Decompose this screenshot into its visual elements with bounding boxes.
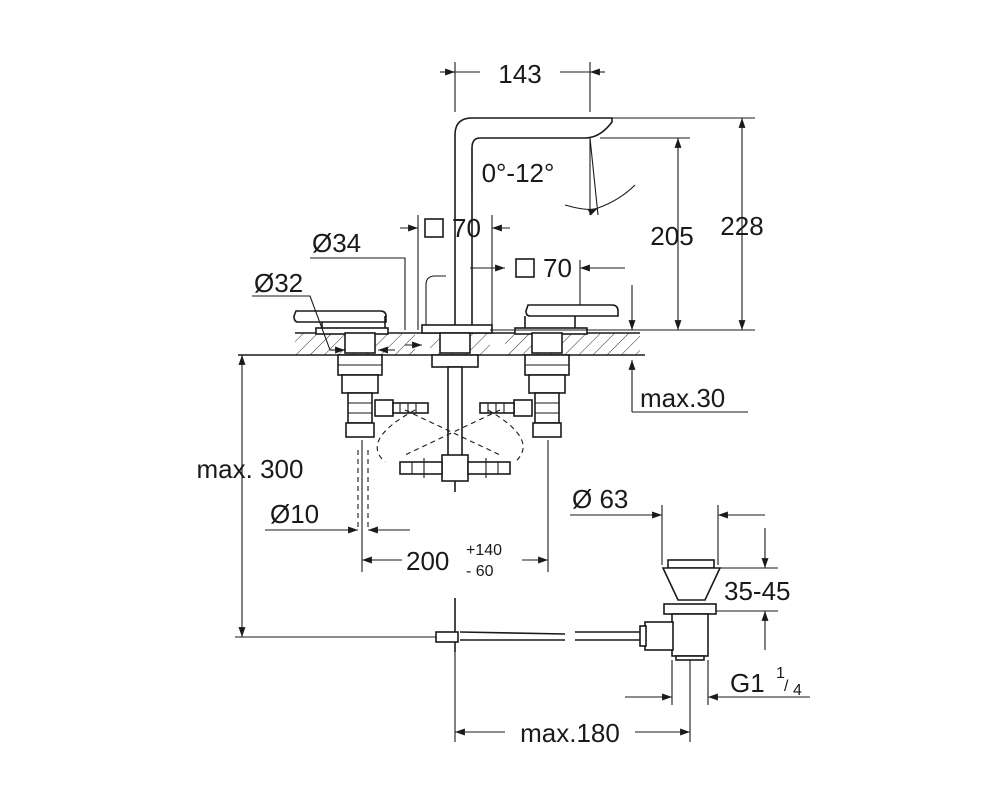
dim-thread: G1 1 / 4 bbox=[625, 660, 810, 705]
dim-143: 143 bbox=[440, 59, 605, 112]
right-hose-connection bbox=[479, 399, 533, 417]
dim-max-180: max.180 bbox=[454, 652, 691, 748]
dim-diameter-63: Ø 63 bbox=[570, 484, 765, 565]
hose-paths bbox=[376, 409, 524, 463]
dim-spacing-tol-minus: - 60 bbox=[466, 563, 494, 580]
pop-up-rod bbox=[435, 598, 640, 652]
tee-connector bbox=[399, 458, 511, 478]
dim-diameter-34-label: Ø34 bbox=[312, 228, 361, 258]
dim-diameter-10: Ø10 bbox=[265, 499, 410, 534]
dim-square-70-top: 70 bbox=[400, 213, 510, 330]
dim-diameter-63-label: Ø 63 bbox=[572, 484, 628, 514]
dim-angle: 0°-12° bbox=[482, 137, 636, 216]
dim-205: 205 bbox=[600, 137, 694, 330]
dim-diameter-32-label: Ø32 bbox=[254, 268, 303, 298]
dim-diameter-34: Ø34 bbox=[310, 228, 422, 349]
spout bbox=[421, 117, 613, 334]
pop-up-waste bbox=[639, 559, 722, 661]
dim-square-70-right: 70 bbox=[470, 253, 625, 305]
dim-square-70-right-label: 70 bbox=[543, 253, 572, 283]
dim-thread-num: 1 bbox=[776, 665, 785, 682]
dim-thread-slash: / bbox=[784, 678, 789, 695]
dim-thread-main: G1 bbox=[730, 668, 765, 698]
left-hose-connection bbox=[374, 399, 429, 417]
dim-spacing-tol-plus: +140 bbox=[466, 542, 502, 559]
dim-max-300: max. 300 bbox=[197, 355, 436, 638]
dim-max-180-label: max.180 bbox=[520, 718, 620, 748]
dim-205-label: 205 bbox=[650, 221, 693, 251]
dim-diameter-10-label: Ø10 bbox=[270, 499, 319, 529]
dim-max-30-label: max.30 bbox=[640, 383, 725, 413]
left-valve-body bbox=[337, 332, 383, 438]
dim-angle-label: 0°-12° bbox=[482, 158, 555, 188]
dim-spacing-200-label: 200 bbox=[406, 546, 449, 576]
dim-228-label: 228 bbox=[720, 211, 763, 241]
dim-max-30: max.30 bbox=[628, 285, 748, 413]
dim-spacing-200: 200 +140 - 60 bbox=[361, 440, 549, 580]
supply-pipe bbox=[357, 450, 369, 530]
dim-143-label: 143 bbox=[498, 59, 541, 89]
dim-range-35-45: 35-45 bbox=[714, 528, 791, 650]
dim-max-300-label: max. 300 bbox=[197, 454, 304, 484]
dim-range-35-45-label: 35-45 bbox=[724, 576, 791, 606]
left-handle bbox=[293, 310, 389, 335]
dim-diameter-32: Ø32 bbox=[252, 268, 395, 354]
dim-228: 228 bbox=[490, 117, 764, 331]
dim-square-70-top-label: 70 bbox=[452, 213, 481, 243]
right-valve-body bbox=[524, 332, 570, 438]
dim-thread-den: 4 bbox=[793, 682, 802, 699]
